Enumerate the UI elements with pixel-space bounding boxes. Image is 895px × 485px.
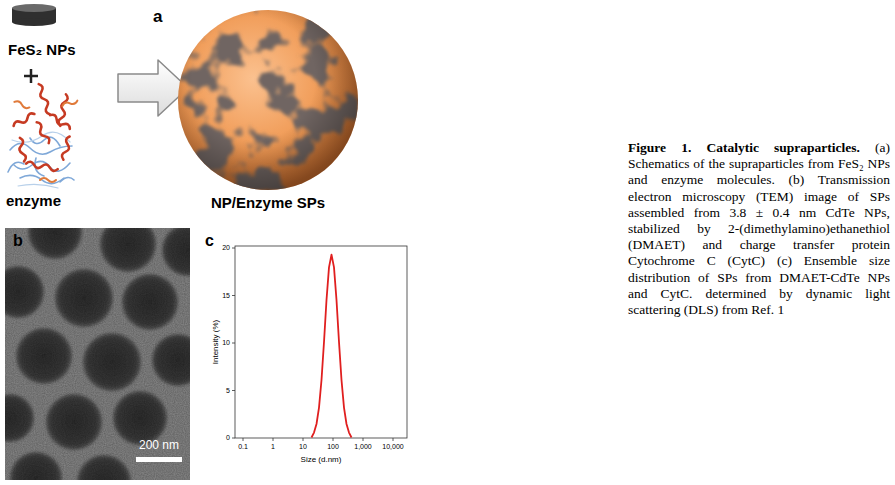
figure-title: Figure 1. Catalytic supraparticles. (628, 140, 860, 155)
caption-block: Figure 1. Catalytic supraparticles. (a) … (628, 140, 890, 318)
part-label: NP/Enzyme SPs (211, 194, 325, 211)
nanoparticle-disc (12, 4, 56, 26)
enzyme-illustration (8, 83, 78, 188)
supraparticle-sphere (178, 10, 358, 190)
tick-label: 10 (222, 339, 230, 347)
axis-title: Intensity (%) (211, 320, 220, 364)
tick-label: 10 (299, 443, 307, 451)
panel-letter: a (153, 7, 162, 27)
tick-label: 15 (222, 291, 230, 299)
panel-letter: b (13, 232, 23, 250)
part-label: enzyme (6, 192, 61, 209)
tick-label: 0.1 (238, 443, 248, 451)
scale-label: 200 nm (139, 439, 179, 453)
panel-letter: c (205, 232, 214, 250)
tick-label: 5 (226, 386, 230, 394)
tem-image (5, 228, 190, 480)
tick-label: 0 (226, 434, 230, 442)
axis-title: Size (d.nm) (301, 455, 342, 464)
tick-label: 20 (222, 244, 230, 252)
tick-label: 100 (327, 443, 339, 451)
tick-label: 10,000 (382, 443, 403, 451)
part-label: FeS₂ NPs (8, 41, 76, 58)
dls-chart (232, 246, 407, 441)
tick-label: 1 (271, 443, 275, 451)
figure-caption: (a) Schematics of the supraparticles fro… (628, 140, 890, 317)
size-distribution-curve (312, 255, 352, 438)
tick-label: 1,000 (354, 443, 372, 451)
plus-sign (24, 69, 38, 83)
scale-bar (136, 457, 182, 462)
process-arrow (118, 60, 188, 116)
